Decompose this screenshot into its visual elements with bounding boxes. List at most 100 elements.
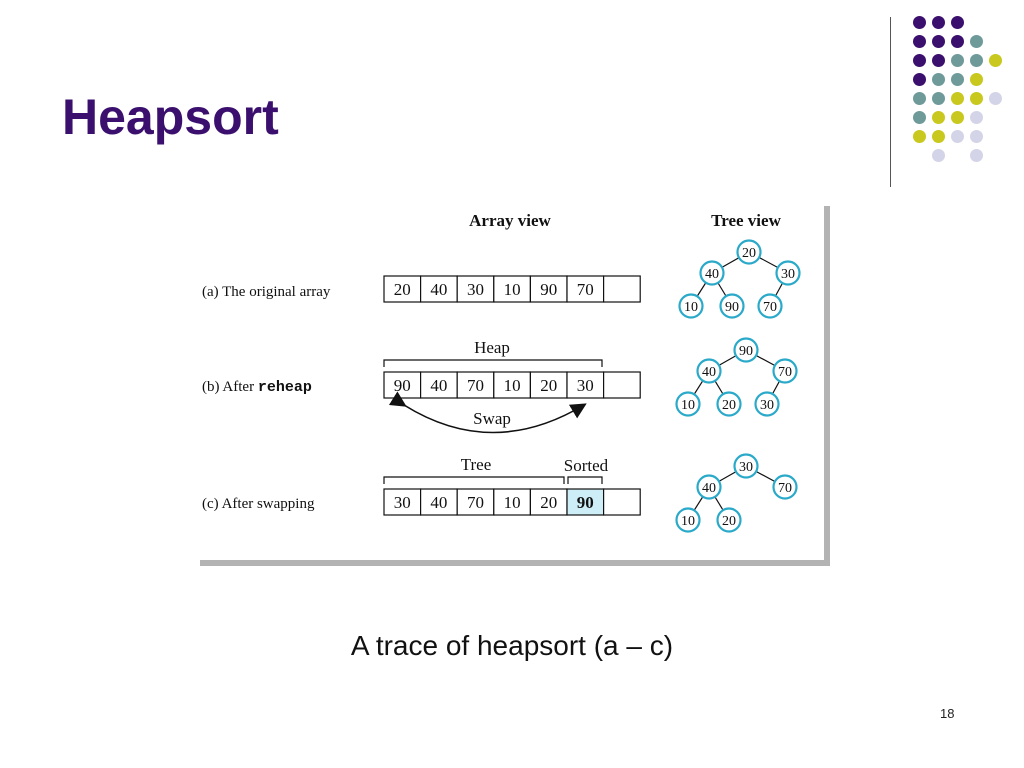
- sorted-bracket-label: Sorted: [564, 456, 609, 475]
- decorative-dot: [912, 34, 926, 48]
- tree-node: [678, 293, 704, 319]
- tree-node-value: 90: [739, 344, 753, 359]
- array-cell: [566, 488, 605, 516]
- tree-node-value: 70: [778, 481, 792, 496]
- decorative-dot: [931, 110, 945, 124]
- swap-arrow: [388, 391, 587, 434]
- decorative-dot: [931, 34, 945, 48]
- tree-node: [775, 260, 801, 286]
- tree-node: [716, 507, 742, 533]
- tree-node-value: 20: [722, 398, 736, 413]
- decorative-dot: [969, 148, 983, 162]
- array-cell: [529, 488, 568, 516]
- tree-node: [716, 391, 742, 417]
- decorative-dot: [969, 110, 983, 124]
- tree-node: [675, 507, 701, 533]
- tree-node-value: 10: [684, 300, 698, 315]
- heap-bracket: [383, 359, 603, 367]
- array-cell-value: 30: [577, 376, 594, 395]
- tree-node-value: 90: [725, 300, 739, 315]
- decorative-dot: [931, 53, 945, 67]
- decorative-dot: [931, 72, 945, 86]
- array-cell-value: 40: [430, 376, 447, 395]
- array-cell: [420, 488, 458, 516]
- tree-node: [733, 453, 759, 479]
- row-b-label-code: reheap: [258, 379, 312, 396]
- array-cell-value: 10: [504, 280, 521, 299]
- array-cell-value: 20: [540, 376, 557, 395]
- tree-node: [757, 293, 783, 319]
- array-cell-value: 20: [540, 493, 557, 512]
- decorative-dot: [931, 129, 945, 143]
- array-cell: [493, 488, 531, 516]
- tree-node-value: 30: [739, 460, 753, 475]
- array-cell-value: 40: [430, 493, 447, 512]
- tree-node: [772, 474, 798, 500]
- array-cell: [456, 488, 495, 516]
- tree-node: [736, 239, 762, 265]
- tree-node-value: 20: [742, 246, 756, 261]
- array-cell: [493, 275, 531, 303]
- tree-node-value: 10: [681, 514, 695, 529]
- tree-bracket: [383, 476, 565, 484]
- array-cell: [529, 275, 568, 303]
- sorted-bracket: [567, 476, 603, 484]
- array-cell: [603, 488, 641, 516]
- decorative-dot: [912, 91, 926, 105]
- tree-node-value: 20: [722, 514, 736, 529]
- array-cell-value: 70: [467, 376, 484, 395]
- tree-node-value: 10: [681, 398, 695, 413]
- decorative-dot: [950, 72, 964, 86]
- decorative-dot: [912, 110, 926, 124]
- row-c-label: (c) After swapping: [202, 496, 315, 512]
- decorative-dot: [950, 34, 964, 48]
- decorative-dot: [950, 110, 964, 124]
- slide-title: Heapsort: [62, 89, 279, 145]
- heapsort-trace-diagram: Array view Tree view (a) The original ar…: [202, 211, 801, 533]
- swap-label: Swap: [473, 409, 511, 428]
- slide-caption: A trace of heapsort (a – c): [350, 630, 674, 661]
- array-cell-value: 30: [394, 493, 411, 512]
- decorative-dot: [969, 129, 983, 143]
- decorative-dot: [950, 15, 964, 29]
- decorative-dot: [912, 15, 926, 29]
- decorative-dot: [950, 91, 964, 105]
- row-b-label-prefix: (b) After: [202, 379, 258, 395]
- array-cell-value: 90: [394, 376, 411, 395]
- tree-node: [696, 474, 722, 500]
- tree-node: [733, 337, 759, 363]
- tree-node: [696, 358, 722, 384]
- decorative-dot: [988, 53, 1002, 67]
- array-view-heading: Array view: [469, 211, 551, 230]
- array-cell-value: 20: [394, 280, 411, 299]
- decorative-dot: [931, 15, 945, 29]
- decorative-dot: [950, 129, 964, 143]
- array-cell-value: 90: [577, 493, 594, 512]
- tree-node-value: 30: [760, 398, 774, 413]
- array-cell-value: 30: [467, 280, 484, 299]
- tree-node-value: 70: [778, 365, 792, 380]
- tree-node: [675, 391, 701, 417]
- array-cell: [603, 371, 641, 399]
- decorative-dot: [988, 91, 1002, 105]
- decorative-dot: [969, 72, 983, 86]
- array-cell-value: 10: [504, 493, 521, 512]
- tree-bracket-label: Tree: [461, 455, 492, 474]
- decorative-divider: [890, 17, 891, 187]
- array-cell: [383, 488, 422, 516]
- page-number: 18: [940, 706, 955, 721]
- tree-node-value: 30: [781, 267, 795, 282]
- decorative-dot: [912, 53, 926, 67]
- decorative-dot: [912, 129, 926, 143]
- array-cell-value: 40: [430, 280, 447, 299]
- decorative-dot: [950, 53, 964, 67]
- tree-node-value: 70: [763, 300, 777, 315]
- array-cell-value: 70: [467, 493, 484, 512]
- tree-node: [772, 358, 798, 384]
- tree-node: [754, 391, 780, 417]
- tree-node-value: 40: [702, 481, 716, 496]
- tree-node-value: 40: [702, 365, 716, 380]
- decorative-dot: [969, 91, 983, 105]
- decorative-dot: [931, 91, 945, 105]
